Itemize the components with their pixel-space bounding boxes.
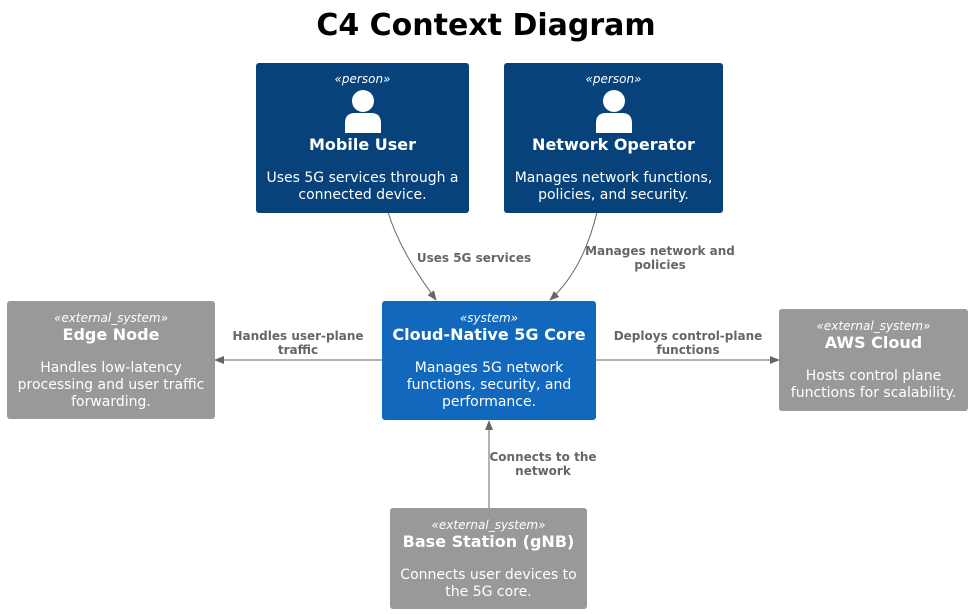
node-name: Cloud-Native 5G Core [392,325,586,344]
node-network-operator[interactable]: «person» Network Operator Manages networ… [504,63,723,213]
node-name: AWS Cloud [824,333,923,352]
edge-label-core-to-aws: Deploys control-plane functions [613,329,763,357]
stereotype-label: «system» [459,311,519,325]
edge-operator-to-core [549,211,598,301]
stereotype-label: «external_system» [431,518,546,532]
edge-user-to-core [387,211,437,301]
edge-label-user-to-core: Uses 5G services [416,251,532,265]
node-cloud-native-5g-core[interactable]: «system» Cloud-Native 5G Core Manages 5G… [382,301,596,420]
node-description: Uses 5G services through a connected dev… [266,170,459,203]
node-name: Base Station (gNB) [402,532,575,551]
stereotype-label: «external_system» [54,311,168,325]
node-description: Manages 5G network functions, security, … [406,360,572,410]
node-edge-node[interactable]: «external_system» Edge Node Handles low-… [7,301,215,419]
node-aws-cloud[interactable]: «external_system» AWS Cloud Hosts contro… [779,309,968,411]
edge-label-core-to-edge: Handles user-plane traffic [232,329,364,357]
node-name: Network Operator [532,135,695,154]
node-name: Edge Node [62,325,160,344]
stereotype-label: «person» [334,72,391,86]
node-base-station[interactable]: «external_system» Base Station (gNB) Con… [390,508,587,609]
person-icon [595,90,632,133]
stereotype-label: «person» [585,72,642,86]
node-description: Hosts control plane functions for scalab… [790,368,957,401]
node-description: Manages network functions, policies, and… [514,170,713,203]
edge-label-operator-to-core: Manages network and policies [585,244,735,272]
person-icon [344,90,381,133]
node-name: Mobile User [308,135,416,154]
edge-label-gnb-to-core: Connects to the network [489,450,597,478]
node-mobile-user[interactable]: «person» Mobile User Uses 5G services th… [256,63,469,213]
node-description: Connects user devices to the 5G core. [400,567,577,600]
stereotype-label: «external_system» [816,319,931,333]
diagram-title: C4 Context Diagram [316,8,656,43]
node-description: Handles low-latency processing and user … [17,360,205,410]
